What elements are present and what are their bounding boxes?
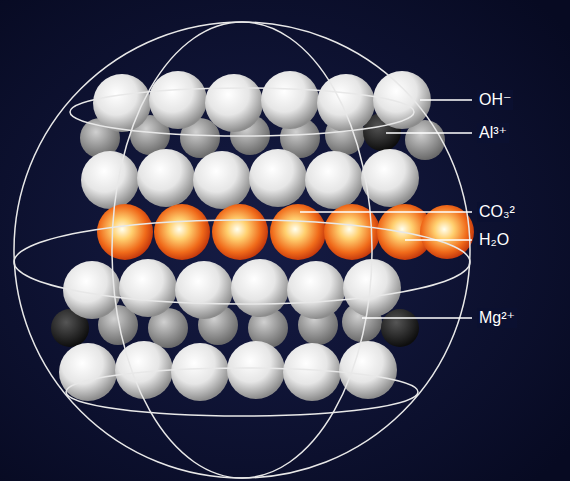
ion-label: H₂O bbox=[477, 230, 511, 250]
ion-label: OH⁻ bbox=[477, 90, 513, 110]
ion-label: CO₃² bbox=[477, 202, 517, 222]
interlayer-row bbox=[97, 204, 474, 260]
sphere-wireframe bbox=[14, 22, 470, 478]
ion-label: Al³⁺ bbox=[477, 123, 509, 143]
hydroxide-row bbox=[59, 341, 397, 401]
ion-label: Mg²⁺ bbox=[477, 308, 517, 328]
leader-lines bbox=[300, 100, 472, 318]
